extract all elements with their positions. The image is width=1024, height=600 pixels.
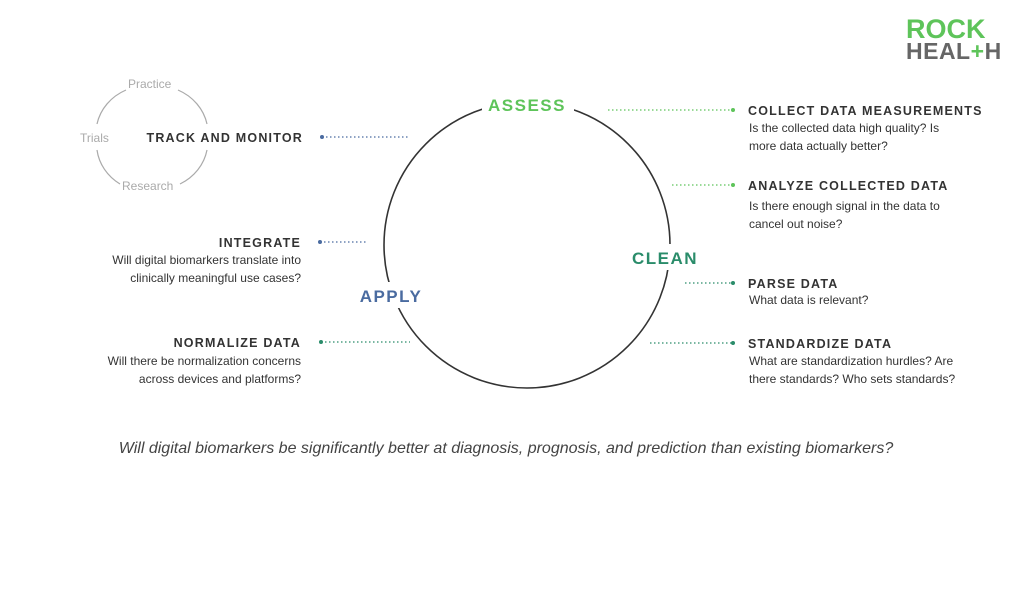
left-item-track-monitor-heading: TRACK AND MONITOR bbox=[146, 131, 303, 145]
dot-parse bbox=[731, 281, 735, 285]
right-item-parse-desc: What data is relevant? bbox=[749, 291, 868, 309]
desc-line: more data actually better? bbox=[749, 139, 888, 153]
desc-line: there standards? Who sets standards? bbox=[749, 372, 956, 386]
mini-arc-top-left bbox=[96, 89, 127, 125]
left-item-normalize-heading: NORMALIZE DATA bbox=[173, 336, 301, 350]
desc-line: clinically meaningful use cases? bbox=[130, 271, 301, 285]
mini-cycle-trials: Trials bbox=[80, 131, 109, 145]
mini-arc-top-right bbox=[177, 89, 208, 125]
logo-health-a: HEAL bbox=[906, 38, 971, 64]
right-item-collect-heading: COLLECT DATA MEASUREMENTS bbox=[748, 104, 983, 118]
logo-plus-icon: + bbox=[970, 38, 985, 64]
desc-line: Is there enough signal in the data to bbox=[749, 199, 940, 213]
dot-analyze bbox=[731, 183, 735, 187]
desc-line: Will there be normalization concerns bbox=[107, 354, 301, 368]
dot-integrate bbox=[318, 240, 322, 244]
right-item-standardize-desc: What are standardization hurdles? Are th… bbox=[749, 352, 955, 388]
left-item-integrate-heading: INTEGRATE bbox=[218, 236, 301, 250]
dot-normalize bbox=[319, 340, 323, 344]
right-item-standardize-heading: STANDARDIZE DATA bbox=[748, 337, 893, 351]
desc-line: cancel out noise? bbox=[749, 217, 843, 231]
key-question: Will digital biomarkers be significantly… bbox=[118, 440, 894, 457]
mini-cycle-research: Research bbox=[122, 179, 174, 193]
right-connectors-green bbox=[608, 108, 735, 187]
desc-line: What are standardization hurdles? Are bbox=[749, 354, 954, 368]
dot-standardize bbox=[731, 341, 735, 345]
stage-assess: ASSESS bbox=[488, 96, 566, 115]
right-item-collect-desc: Is the collected data high quality? Is m… bbox=[749, 119, 939, 155]
right-item-analyze-desc: Is there enough signal in the data to ca… bbox=[749, 197, 940, 233]
stage-clean: CLEAN bbox=[632, 249, 698, 268]
dot-collect bbox=[731, 108, 735, 112]
right-item-analyze-heading: ANALYZE COLLECTED DATA bbox=[748, 179, 949, 193]
left-connectors-teal bbox=[319, 340, 410, 344]
logo-health-b: H bbox=[984, 38, 1002, 64]
clean-label-gap bbox=[626, 244, 702, 270]
rock-health-logo: ROCK HEAL+H bbox=[906, 14, 1004, 64]
left-connectors bbox=[318, 135, 410, 244]
desc-line: Will digital biomarkers translate into bbox=[112, 253, 301, 267]
dot-track-monitor bbox=[320, 135, 324, 139]
mini-arc-bottom-left bbox=[96, 149, 121, 185]
right-connectors-teal bbox=[650, 281, 735, 345]
left-item-normalize-desc: Will there be normalization concerns acr… bbox=[108, 352, 301, 388]
logo-line-health: HEAL+H bbox=[906, 38, 1004, 64]
assess-label-gap bbox=[482, 92, 574, 116]
desc-line: What data is relevant? bbox=[749, 293, 869, 307]
logo-line-rock: ROCK bbox=[906, 14, 986, 44]
left-item-integrate-desc: Will digital biomarkers translate into c… bbox=[112, 251, 301, 287]
desc-line: Is the collected data high quality? Is bbox=[749, 121, 940, 135]
apply-label-gap bbox=[356, 282, 426, 308]
mini-cycle-practice: Practice bbox=[128, 77, 172, 91]
mini-cycle bbox=[96, 89, 208, 185]
desc-line: across devices and platforms? bbox=[138, 372, 301, 386]
mini-arc-bottom-right bbox=[179, 149, 208, 185]
right-item-parse-heading: PARSE DATA bbox=[748, 277, 839, 291]
stage-apply: APPLY bbox=[360, 287, 423, 306]
